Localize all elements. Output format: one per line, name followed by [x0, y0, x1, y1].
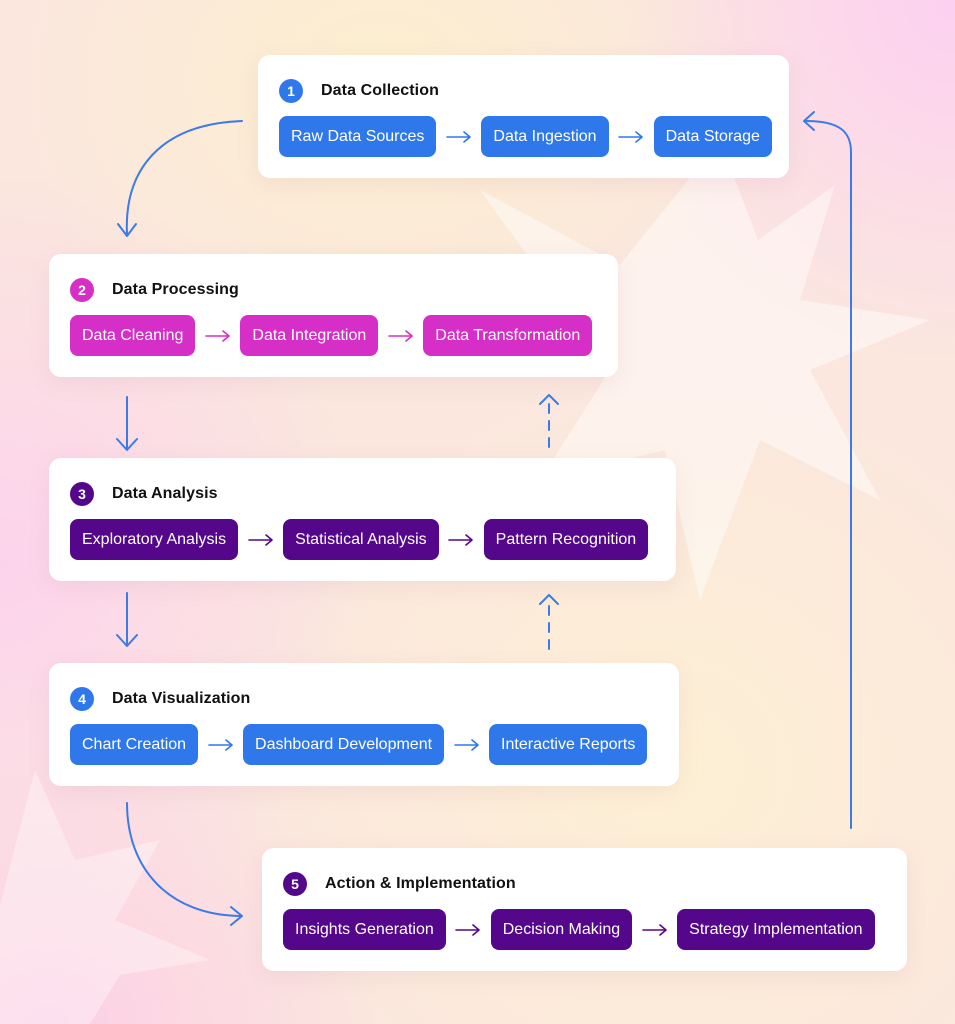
step-decision-making: Decision Making — [490, 909, 633, 950]
step-number-badge: 2 — [70, 278, 94, 302]
step-insights-generation: Insights Generation — [283, 909, 446, 950]
step-data-storage: Data Storage — [653, 116, 772, 157]
process-steps: Data Cleaning Data Integration Data Transf… — [70, 315, 593, 356]
process-steps: Raw Data Sources Data Ingestion Data Stora… — [279, 116, 772, 157]
process-steps: Exploratory Analysis Statistical Analysis… — [70, 519, 649, 560]
step-statistical-analysis: Statistical Analysis — [283, 519, 439, 560]
right-arrow-icon — [609, 130, 654, 143]
right-arrow-icon — [198, 738, 243, 751]
step-number-badge: 5 — [283, 872, 307, 896]
step-number-badge: 4 — [70, 687, 94, 711]
step-strategy-implementation: Strategy Implementation — [677, 909, 875, 950]
stage-header: 1 Data Collection — [279, 79, 439, 103]
stage-title: Data Visualization — [112, 690, 251, 707]
right-arrow-icon — [632, 923, 677, 936]
step-data-transformation: Data Transformation — [423, 315, 593, 356]
starburst-shape-left — [0, 770, 210, 1024]
process-steps: Chart Creation Dashboard Development Inter… — [70, 724, 648, 765]
stage-header: 2 Data Processing — [70, 278, 239, 302]
step-raw-data-sources: Raw Data Sources — [279, 116, 437, 157]
step-dashboard-development: Dashboard Development — [243, 724, 445, 765]
stage-title: Action & Implementation — [325, 875, 516, 892]
right-arrow-icon — [444, 738, 489, 751]
step-exploratory-analysis: Exploratory Analysis — [70, 519, 239, 560]
right-arrow-icon — [436, 130, 481, 143]
stage-header: 4 Data Visualization — [70, 687, 250, 711]
step-pattern-recognition: Pattern Recognition — [483, 519, 649, 560]
step-data-integration: Data Integration — [240, 315, 379, 356]
stage-title: Data Analysis — [112, 485, 218, 502]
process-steps: Insights Generation Decision Making Strate… — [283, 909, 875, 950]
stage-title: Data Collection — [321, 82, 439, 99]
stage-title: Data Processing — [112, 281, 239, 298]
right-arrow-icon — [446, 923, 491, 936]
step-interactive-reports: Interactive Reports — [489, 724, 648, 765]
stage-header: 3 Data Analysis — [70, 482, 218, 506]
right-arrow-icon — [378, 329, 423, 342]
right-arrow-icon — [439, 533, 484, 546]
step-number-badge: 3 — [70, 482, 94, 506]
right-arrow-icon — [238, 533, 283, 546]
right-arrow-icon — [195, 329, 240, 342]
step-number-badge: 1 — [279, 79, 303, 103]
step-data-ingestion: Data Ingestion — [481, 116, 609, 157]
stage-header: 5 Action & Implementation — [283, 872, 516, 896]
step-chart-creation: Chart Creation — [70, 724, 199, 765]
step-data-cleaning: Data Cleaning — [70, 315, 196, 356]
